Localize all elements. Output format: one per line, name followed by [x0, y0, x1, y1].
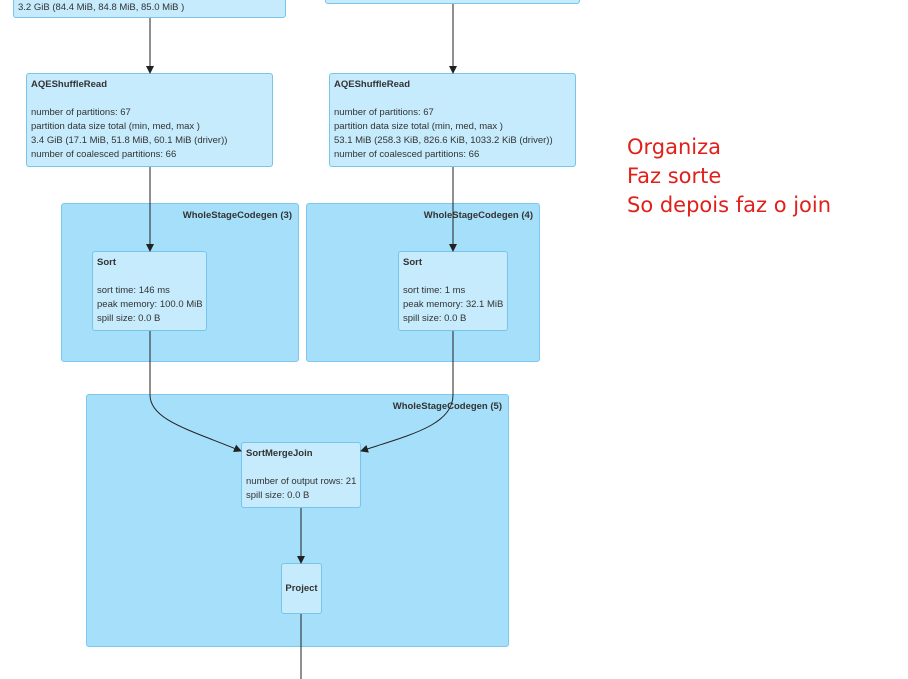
handwritten-annotation: Organiza Faz sorte So depois faz o join	[627, 133, 831, 220]
node-metric: sort time: 146 ms	[97, 285, 170, 296]
node-metric: number of coalesced partitions: 66	[31, 149, 177, 160]
aqe-shuffle-read-left[interactable]: AQEShuffleRead number of partitions: 67 …	[26, 73, 273, 167]
node-metric: sort time: 1 ms	[403, 285, 466, 296]
node-title: AQEShuffleRead	[334, 79, 411, 90]
node-title: Project	[285, 582, 318, 594]
upstream-node-right[interactable]	[325, 0, 580, 4]
node-metric: spill size: 0.0 B	[403, 313, 467, 324]
node-metric: partition data size total (min, med, max…	[31, 121, 200, 132]
node-metric: peak memory: 100.0 MiB	[97, 299, 203, 310]
node-metric: number of partitions: 67	[31, 107, 131, 118]
node-metric: 3.2 GiB (84.4 MiB, 84.8 MiB, 85.0 MiB )	[18, 2, 185, 13]
node-metric: peak memory: 32.1 MiB	[403, 299, 504, 310]
cluster-title: WholeStageCodegen (5)	[392, 401, 502, 412]
node-title: AQEShuffleRead	[31, 79, 108, 90]
node-metric: spill size: 0.0 B	[97, 313, 161, 324]
project-node[interactable]: Project	[281, 563, 322, 614]
node-metric: number of output rows: 21	[246, 476, 357, 487]
node-metric: partition data size total (min, med, max…	[334, 121, 503, 132]
cluster-title: WholeStageCodegen (4)	[423, 210, 533, 221]
edge	[360, 331, 454, 453]
edge	[149, 331, 242, 453]
annotation-line: So depois faz o join	[627, 193, 832, 217]
node-metric: number of partitions: 67	[334, 107, 434, 118]
annotation-line: Faz sorte	[627, 164, 722, 188]
aqe-shuffle-read-right[interactable]: AQEShuffleRead number of partitions: 67 …	[329, 73, 576, 167]
cluster-title: WholeStageCodegen (3)	[182, 210, 292, 221]
upstream-node-left[interactable]: 3.2 GiB (84.4 MiB, 84.8 MiB, 85.0 MiB )	[13, 0, 286, 18]
sort-node-left[interactable]: Sort sort time: 146 ms peak memory: 100.…	[92, 251, 207, 331]
node-metric: 3.4 GiB (17.1 MiB, 51.8 MiB, 60.1 MiB (d…	[31, 135, 228, 146]
node-title: Sort	[403, 257, 422, 268]
node-metric: spill size: 0.0 B	[246, 490, 310, 501]
sort-node-right[interactable]: Sort sort time: 1 ms peak memory: 32.1 M…	[398, 251, 508, 331]
sort-merge-join-node[interactable]: SortMergeJoin number of output rows: 21 …	[241, 442, 361, 508]
node-metric: 53.1 MiB (258.3 KiB, 826.6 KiB, 1033.2 K…	[334, 135, 553, 146]
node-title: SortMergeJoin	[246, 448, 313, 459]
node-metric: number of coalesced partitions: 66	[334, 149, 480, 160]
annotation-line: Organiza	[627, 135, 722, 159]
node-title: Sort	[97, 257, 116, 268]
